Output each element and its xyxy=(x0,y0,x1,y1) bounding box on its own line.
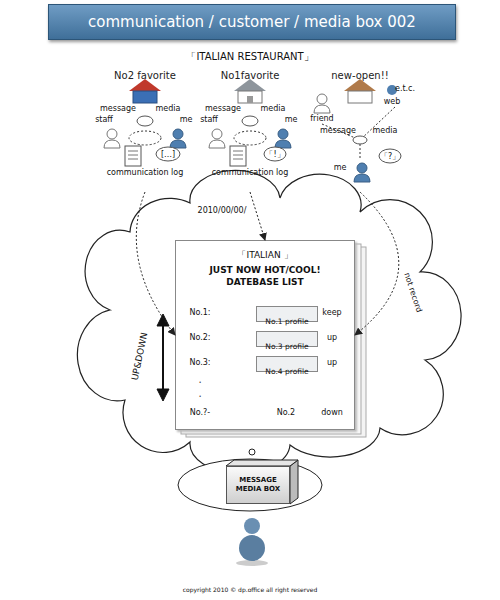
node-heading: 「ITALIAN 」 xyxy=(176,249,354,262)
row-label: up xyxy=(327,333,337,342)
label: […] xyxy=(161,150,175,159)
title-banner: communication / customer / media box 002 xyxy=(48,4,456,40)
shop-scene xyxy=(104,79,186,166)
row-label: keep xyxy=(322,308,341,317)
row-label: No.2: xyxy=(189,333,210,342)
flow-arrow xyxy=(250,192,265,240)
node-heading: No2 favorite xyxy=(95,68,195,81)
copyright-note: copyright 2010 © dp.office all right res… xyxy=(183,585,318,594)
row-label: No.1: xyxy=(189,308,210,317)
label: communication log xyxy=(107,168,184,177)
row-label: ・ xyxy=(196,392,204,401)
section-heading: 「ITALIAN RESTAURANT」 xyxy=(186,52,313,61)
label: media xyxy=(261,104,286,113)
flow-arrow xyxy=(355,192,399,335)
label: media xyxy=(373,126,398,135)
label: me xyxy=(334,163,347,172)
label: staff xyxy=(200,115,218,124)
label: web xyxy=(384,97,401,106)
profile-card: No.4 profile xyxy=(256,356,318,372)
row-label: No.3: xyxy=(189,358,210,367)
row-label: down xyxy=(321,408,343,417)
label: e.t.c. xyxy=(395,84,415,93)
updown-arrow xyxy=(157,314,169,401)
row-label: up xyxy=(327,358,337,367)
title-text: communication / customer / media box 002 xyxy=(88,13,416,31)
node-heading: No1favorite xyxy=(200,68,300,81)
label: message xyxy=(205,104,241,113)
date-label: 2010/00/00/ xyxy=(198,206,247,215)
label: message xyxy=(100,104,136,113)
row-label: No.?- xyxy=(190,408,210,417)
node-heading: No.3 profile xyxy=(257,340,317,354)
profile-card: No.1 profile xyxy=(256,306,318,322)
label: me xyxy=(285,115,298,124)
person-figure xyxy=(236,518,268,566)
label: 「?」 xyxy=(380,152,400,161)
label: communication log xyxy=(212,168,289,177)
label: media xyxy=(156,104,181,113)
node-heading: No.4 profile xyxy=(257,365,317,379)
row-label: ・ xyxy=(196,378,204,387)
node-heading: MESSAGE MEDIA BOX xyxy=(227,476,289,494)
label: message xyxy=(320,126,356,135)
node-heading: No.1 profile xyxy=(257,315,317,329)
media-box: MESSAGE MEDIA BOX xyxy=(226,466,290,504)
label: staff xyxy=(95,115,113,124)
node-body: JUST NOW HOT/COOL! DATEBASE LIST xyxy=(209,264,321,288)
shop-scene xyxy=(209,79,291,166)
label: friend xyxy=(310,114,333,123)
thought-bubble xyxy=(178,449,322,511)
node-heading: new-open!! xyxy=(305,68,415,81)
flow-arrow xyxy=(136,192,175,335)
thought-cloud xyxy=(77,170,461,473)
shop-scene xyxy=(314,79,401,182)
row-label: No.2 xyxy=(277,408,295,417)
label: 「!」 xyxy=(265,150,284,159)
profile-card: No.3 profile xyxy=(256,331,318,347)
label: me xyxy=(180,115,193,124)
